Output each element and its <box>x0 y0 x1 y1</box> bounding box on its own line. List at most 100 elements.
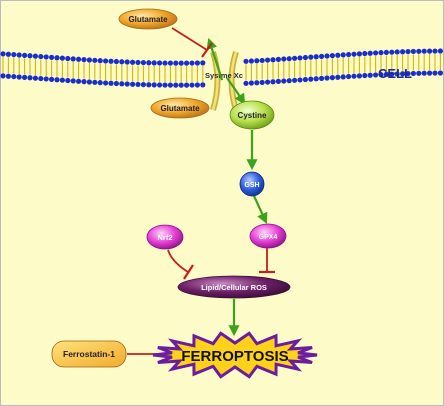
lipid-head <box>351 51 357 57</box>
lipid-head <box>383 49 389 56</box>
lipid-head <box>319 75 325 81</box>
lipid-head <box>27 53 33 59</box>
lipid-head <box>178 60 184 66</box>
lipid-head <box>76 78 82 84</box>
lipid-head <box>140 59 146 66</box>
lipid-head <box>254 58 260 64</box>
lipid-head <box>286 78 292 84</box>
lipid-head <box>59 77 65 83</box>
lipid-head <box>275 78 281 84</box>
lipid-head <box>362 72 368 79</box>
ferroptosis-burst-shape <box>152 331 318 379</box>
lipid-head <box>200 60 206 66</box>
lipid-head <box>383 71 389 78</box>
lipid-head <box>340 52 346 58</box>
lipid-head <box>140 81 146 88</box>
lipid-head <box>76 56 82 62</box>
lipid-head <box>248 80 254 86</box>
lipid-head <box>135 81 141 88</box>
lipid-head <box>157 60 163 66</box>
lipid-head <box>373 72 379 78</box>
lipid-head <box>86 79 92 85</box>
lipid-head <box>410 48 416 55</box>
ferroptosis-label: FERROPTOSIS <box>181 348 288 365</box>
lipid-head <box>113 58 119 65</box>
lipid-head <box>27 75 33 81</box>
lipid-head <box>297 77 303 83</box>
lipid-head <box>70 56 76 62</box>
lipid-head <box>70 78 76 84</box>
glutamate-outside-label: Glutamate <box>128 15 168 24</box>
lipid-head <box>184 60 190 66</box>
lipid-head <box>22 74 28 80</box>
lipid-head <box>248 58 254 64</box>
gsh-label: GSH <box>244 182 259 189</box>
lipid-head <box>319 53 325 59</box>
lipid-head <box>92 57 98 63</box>
lipid-head <box>421 48 427 54</box>
lipid-head <box>65 77 71 84</box>
lipid-head <box>329 53 335 59</box>
lipid-head <box>400 49 406 55</box>
lipid-head <box>302 76 308 83</box>
lipid-head <box>394 71 400 77</box>
lipid-head <box>302 54 308 61</box>
lipid-head <box>275 56 281 62</box>
lipid-head <box>346 73 352 80</box>
lipid-head <box>432 48 438 54</box>
lipid-head <box>43 54 49 60</box>
lipid-head <box>130 81 136 87</box>
cystine-node: Cystine <box>229 100 275 130</box>
lipid-head <box>119 81 125 87</box>
lipid-head <box>178 82 184 88</box>
lipid-head <box>146 82 152 88</box>
lipid-head <box>38 75 44 82</box>
gsh-to-gpx4-arrow <box>253 195 268 224</box>
lipid-head <box>5 51 11 57</box>
lipid-head <box>286 56 292 62</box>
lipid-head <box>259 57 265 64</box>
lipid-head <box>308 76 314 82</box>
glutamate-inside-label: Glutamate <box>160 104 200 113</box>
lipid-head <box>389 71 395 77</box>
lipid-head <box>297 55 303 61</box>
lipid-head <box>437 70 443 76</box>
gpx4-label: GPX4 <box>259 234 278 241</box>
gsh-node: GSH <box>239 171 265 197</box>
lipid-ros-node: Lipid/Cellular ROS <box>177 275 291 299</box>
lipid-head <box>0 51 6 57</box>
lipid-head <box>389 49 395 55</box>
lipid-head <box>427 48 433 54</box>
lipid-head <box>400 71 406 77</box>
lipid-head <box>65 55 71 62</box>
lipid-head <box>356 51 362 57</box>
lipid-head <box>38 53 44 60</box>
glutamate-inside-node: Glutamate <box>150 97 210 119</box>
lipid-head <box>54 77 60 83</box>
lipid-head <box>167 82 173 88</box>
lipid-head <box>313 54 319 60</box>
lipid-head <box>200 82 206 88</box>
lipid-head <box>103 58 109 64</box>
lipid-head <box>113 80 119 87</box>
lipid-head <box>427 70 433 76</box>
lipid-head <box>243 80 249 86</box>
lipid-head <box>373 50 379 56</box>
lipid-head <box>189 60 195 66</box>
lipid-head <box>151 82 157 88</box>
lipid-head <box>54 55 60 61</box>
lipid-head <box>189 82 195 88</box>
lipid-head <box>162 82 168 88</box>
lipid-head <box>11 73 17 80</box>
lipid-head <box>437 48 443 54</box>
nrf2-inhibition-bar <box>183 264 194 280</box>
lipid-head <box>157 82 163 88</box>
cystine-label: Cystine <box>238 111 267 120</box>
lipid-head <box>167 60 173 66</box>
lipid-head <box>119 59 125 65</box>
lipid-head <box>346 51 352 58</box>
lipid-head <box>103 80 109 86</box>
lipid-head <box>108 80 114 86</box>
nrf2-inhibition-line <box>167 249 189 273</box>
